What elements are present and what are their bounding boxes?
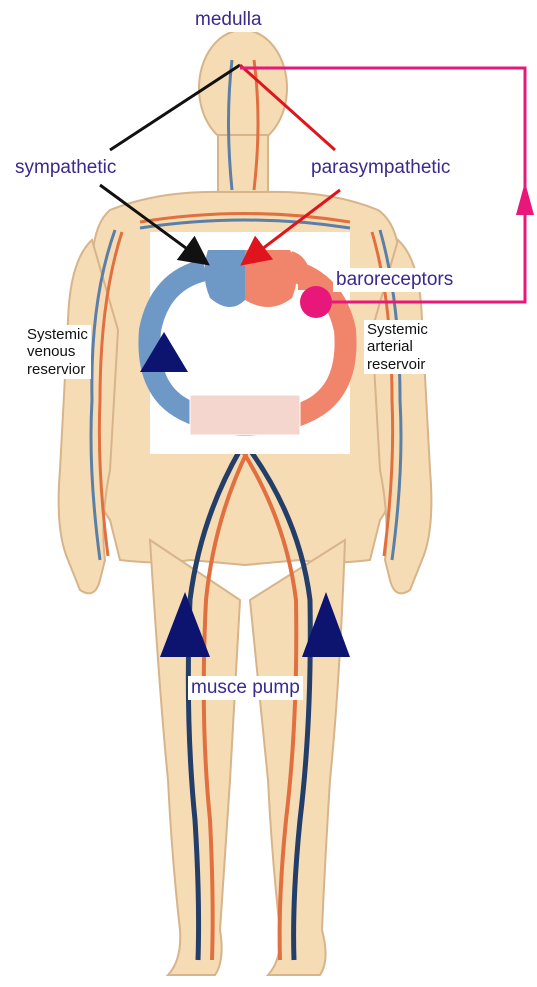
- head: [199, 30, 287, 146]
- systemic-arterial-label: Systemic arterial reservoir: [364, 320, 431, 374]
- systemic-venous-label: Systemic venous reservior: [24, 325, 91, 379]
- baroreflex-up-arrow: [516, 182, 534, 215]
- sympathetic-label: sympathetic: [12, 156, 119, 180]
- medulla-label: medulla: [192, 8, 265, 32]
- parasympathetic-label: parasympathetic: [308, 156, 453, 180]
- capillary-bed: [190, 395, 300, 435]
- left-leg: [150, 540, 240, 975]
- muscle-pump-label: musce pump: [188, 676, 303, 700]
- baroreceptors-label: baroreceptors: [333, 268, 456, 292]
- heart-left-side: [245, 250, 297, 307]
- baroreceptor-marker: [300, 286, 332, 318]
- neck: [218, 135, 268, 195]
